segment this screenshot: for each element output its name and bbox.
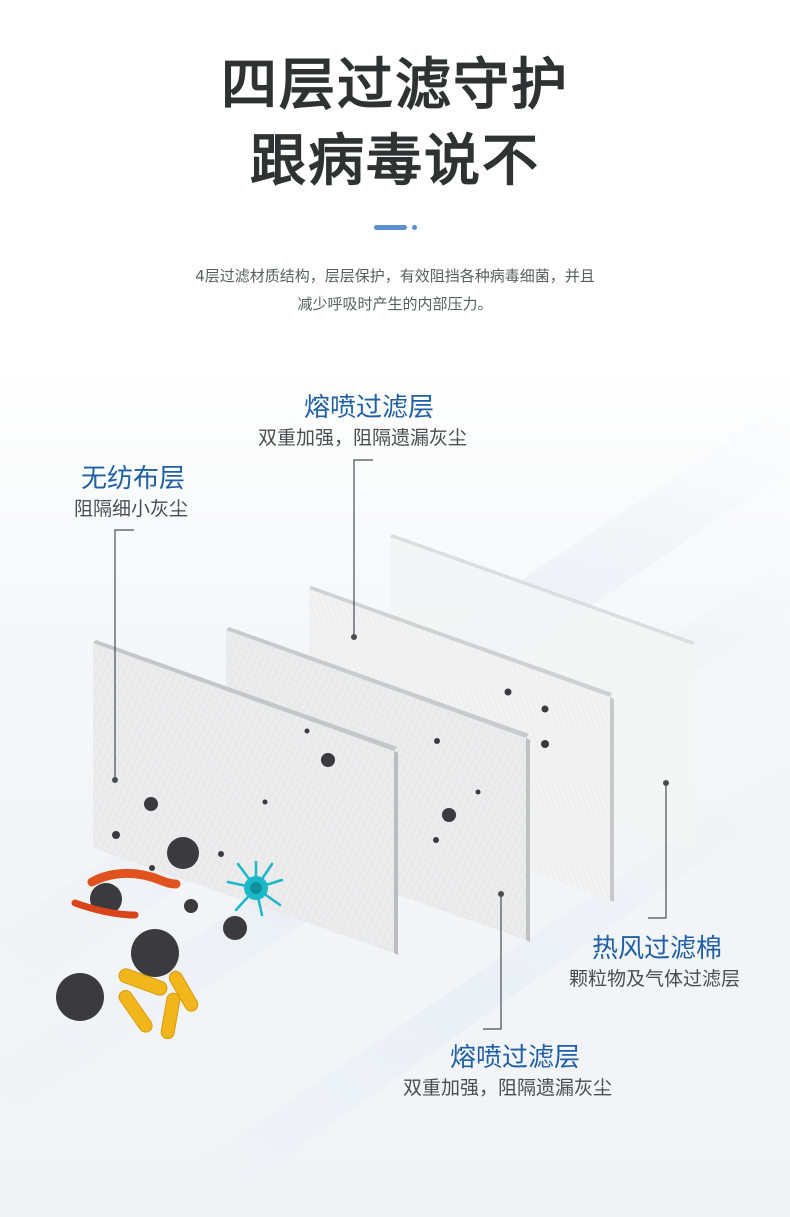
heading-line-2: 跟病毒说不 <box>250 129 540 194</box>
layer-meltblown-bottom-title: 熔喷过滤层 <box>450 1043 581 1073</box>
layer-hot-air-cotton-subtitle: 颗粒物及气体过滤层 <box>569 968 741 990</box>
layer-hot-air-cotton-title: 热风过滤棉 <box>592 934 723 964</box>
virus-icon <box>226 860 284 917</box>
callout-dots <box>112 634 669 897</box>
layer-nonwoven-subtitle: 阻隔细小灰尘 <box>74 498 189 520</box>
layer-meltblown-top-subtitle: 双重加强，阻隔遗漏灰尘 <box>258 427 468 449</box>
worm-icon <box>71 868 181 919</box>
layer-meltblown-bottom-subtitle: 双重加强，阻隔遗漏灰尘 <box>403 1077 613 1099</box>
callout-lines <box>114 459 667 1030</box>
layer-nonwoven-title: 无纺布层 <box>81 464 186 494</box>
layer-meltblown-top-title: 熔喷过滤层 <box>304 393 435 423</box>
description-line-2: 减少呼吸时产生的内部压力。 <box>297 295 493 313</box>
divider-dot <box>412 225 417 230</box>
description-line-1: 4层过滤材质结构，层层保护，有效阻挡各种病毒细菌，并且 <box>195 267 595 285</box>
heading-line-1: 四层过滤守护 <box>221 53 569 118</box>
bacteria-icon <box>118 968 199 1040</box>
divider-bar <box>374 225 407 230</box>
layer-nonwoven-panel <box>93 640 398 955</box>
